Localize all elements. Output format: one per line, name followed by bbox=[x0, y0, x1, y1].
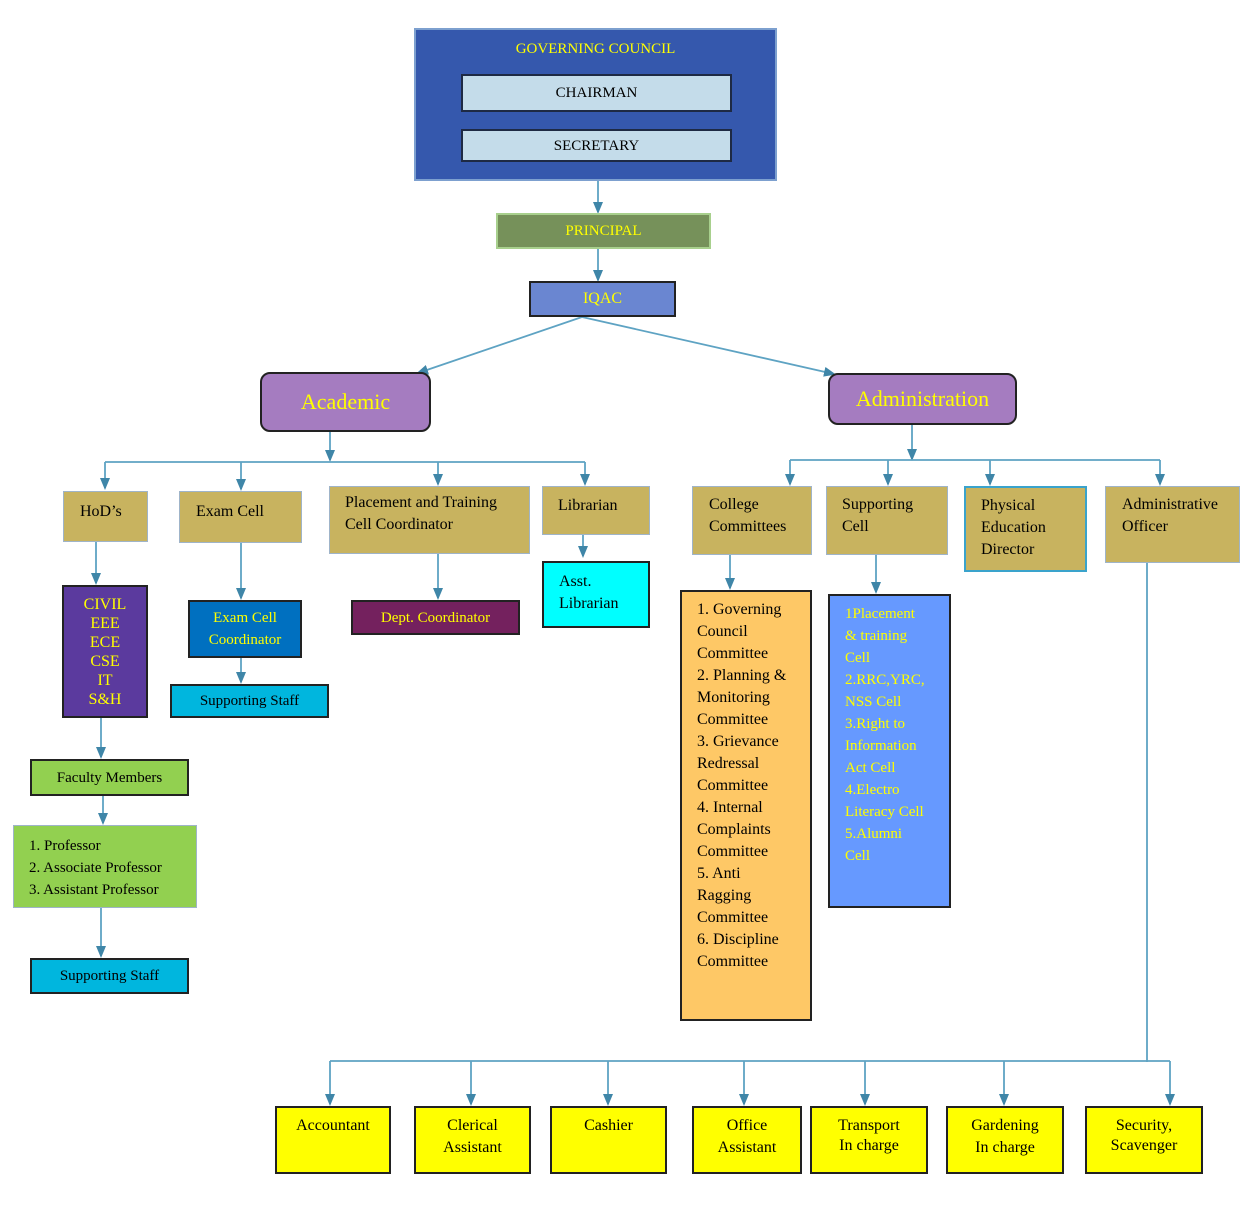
accountant-box: Accountant bbox=[275, 1106, 391, 1174]
governing-council-box: GOVERNING COUNCIL CHAIRMAN SECRETARY bbox=[414, 28, 777, 181]
dept-coordinator-box: Dept. Coordinator bbox=[351, 600, 520, 635]
governing-council-title: GOVERNING COUNCIL bbox=[515, 41, 676, 57]
cell-list-box: 1Placement & training Cell 2.RRC,YRC, NS… bbox=[828, 594, 951, 908]
departments-box: CIVIL EEE ECE CSE IT S&H bbox=[62, 585, 148, 718]
office-assistant-box: Office Assistant bbox=[692, 1106, 802, 1174]
chairman-box: CHAIRMAN bbox=[461, 74, 732, 112]
hods-box: HoD’s bbox=[63, 491, 148, 542]
exam-supporting-staff-box: Supporting Staff bbox=[170, 684, 329, 718]
asst-librarian-box: Asst. Librarian bbox=[542, 561, 650, 628]
faculty-supporting-staff-box: Supporting Staff bbox=[30, 958, 189, 994]
transport-in-charge-box: Transport In charge bbox=[810, 1106, 928, 1174]
exam-cell-coordinator-box: Exam Cell Coordinator bbox=[188, 600, 302, 658]
physical-education-director-box: Physical Education Director bbox=[964, 486, 1087, 572]
exam-cell-box: Exam Cell bbox=[179, 491, 302, 543]
college-committees-box: College Committees bbox=[692, 486, 812, 555]
faculty-ranks-box: 1. Professor 2. Associate Professor 3. A… bbox=[13, 825, 197, 908]
academic-box: Academic bbox=[260, 372, 431, 432]
security-scavenger-box: Security, Scavenger bbox=[1085, 1106, 1203, 1174]
faculty-members-box: Faculty Members bbox=[30, 759, 189, 796]
gardening-in-charge-box: Gardening In charge bbox=[946, 1106, 1064, 1174]
principal-box: PRINCIPAL bbox=[496, 213, 711, 249]
placement-coordinator-box: Placement and Training Cell Coordinator bbox=[329, 486, 530, 554]
secretary-box: SECRETARY bbox=[461, 129, 732, 162]
iqac-box: IQAC bbox=[529, 281, 676, 317]
clerical-assistant-box: Clerical Assistant bbox=[414, 1106, 531, 1174]
librarian-box: Librarian bbox=[542, 486, 650, 535]
administrative-officer-box: Administrative Officer bbox=[1105, 486, 1240, 563]
supporting-cell-box: Supporting Cell bbox=[826, 486, 948, 555]
administration-box: Administration bbox=[828, 373, 1017, 425]
committee-list-box: 1. Governing Council Committee 2. Planni… bbox=[680, 590, 812, 1021]
cashier-box: Cashier bbox=[550, 1106, 667, 1174]
